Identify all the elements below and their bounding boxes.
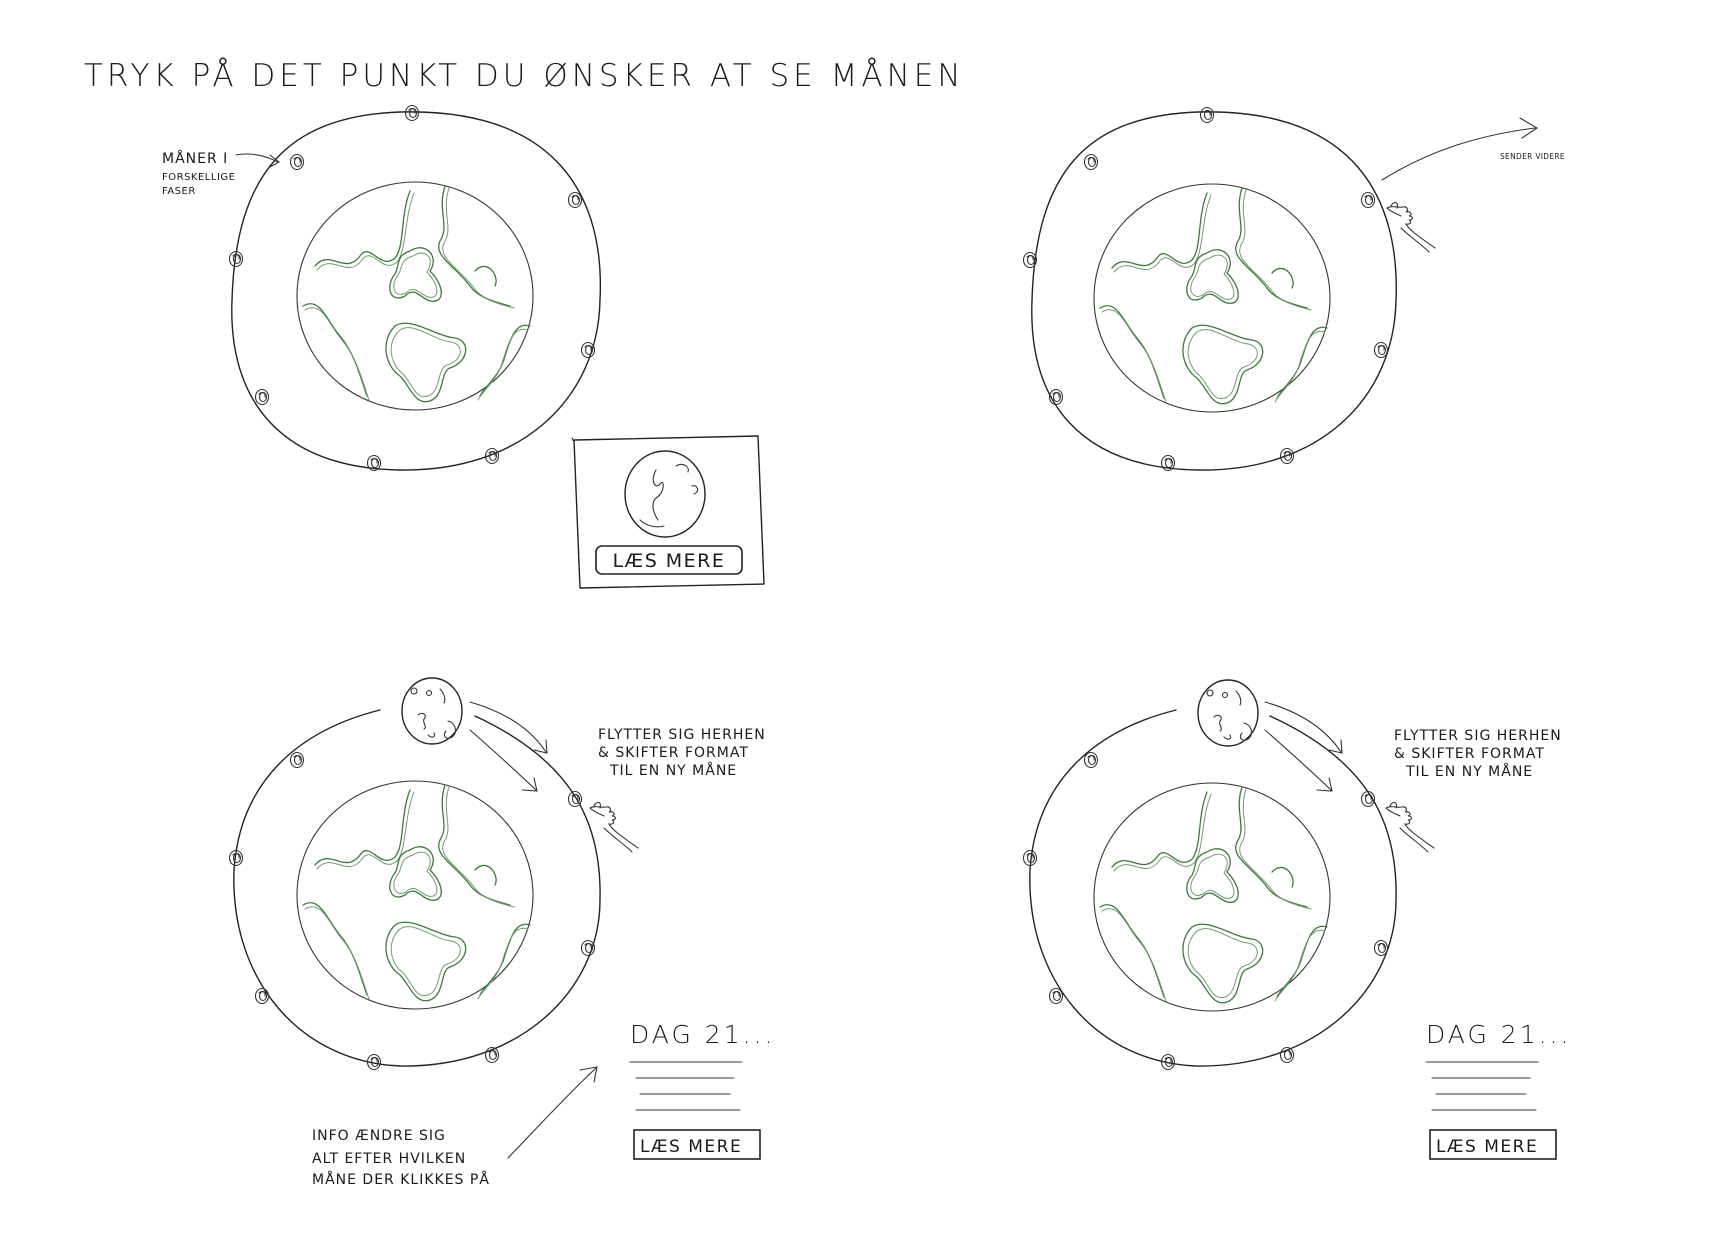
moon-phase-dot[interactable] bbox=[1373, 341, 1389, 359]
read-more-button-frame[interactable] bbox=[1429, 1129, 1557, 1160]
day-info-block: DAG 21... LÆS MERE bbox=[1425, 1020, 1571, 1160]
earth-icon bbox=[296, 780, 534, 1010]
arrow bbox=[235, 153, 279, 163]
panel-3-moon-orbit: FLYTTER SIG HERHEN & SKIFTER FORMAT TIL … bbox=[228, 677, 775, 1188]
read-more-label: LÆS MERE bbox=[640, 1137, 742, 1157]
moon-phase-dot[interactable] bbox=[1360, 191, 1376, 209]
day-info-block: DAG 21... LÆS MERE bbox=[629, 1020, 775, 1160]
arrow-head bbox=[1328, 739, 1343, 754]
arrow-head bbox=[1316, 777, 1333, 792]
orbit-ring bbox=[1031, 111, 1397, 471]
panel-1-moon-orbit: MÅNER I FORSKELLIGE FASER LÆS MERE bbox=[162, 104, 765, 589]
moons-label: FORSKELLIGE bbox=[162, 172, 235, 183]
moon-phase-dot[interactable] bbox=[254, 987, 270, 1005]
flytter-label: & SKIFTER FORMAT bbox=[1394, 746, 1545, 762]
orbit-ring bbox=[1029, 709, 1397, 1067]
card-frame bbox=[573, 435, 765, 589]
read-more-button[interactable]: LÆS MERE bbox=[633, 1129, 761, 1160]
day-heading: DAG 21... bbox=[630, 1020, 775, 1049]
info-note: MÅNE DER KLIKKES PÅ bbox=[312, 1171, 490, 1188]
hand-pointer-icon bbox=[1386, 201, 1436, 253]
moon-phase-dot[interactable] bbox=[289, 751, 305, 769]
read-more-button[interactable]: LÆS MERE bbox=[595, 545, 743, 575]
flytter-label: & SKIFTER FORMAT bbox=[598, 745, 749, 761]
info-note: ALT EFTER HVILKEN bbox=[312, 1151, 466, 1167]
read-more-button[interactable]: LÆS MERE bbox=[1429, 1129, 1557, 1160]
moving-moon-icon[interactable] bbox=[401, 677, 463, 745]
moon-phase-dot[interactable] bbox=[567, 790, 583, 808]
read-more-label: LÆS MERE bbox=[613, 550, 726, 572]
moon-phase-dot[interactable] bbox=[567, 191, 583, 209]
arrow bbox=[1381, 127, 1536, 181]
moon-phase-dot[interactable] bbox=[580, 341, 596, 359]
moon-phase-dot[interactable] bbox=[1360, 790, 1376, 808]
read-more-button-frame[interactable] bbox=[633, 1129, 761, 1160]
flytter-label: TIL EN NY MÅNE bbox=[1405, 763, 1533, 780]
moon-info-card: LÆS MERE bbox=[571, 435, 765, 589]
arrow bbox=[1264, 701, 1342, 753]
orbit-ring bbox=[233, 709, 601, 1067]
day-heading: DAG 21... bbox=[1426, 1020, 1571, 1049]
arrow bbox=[469, 701, 547, 753]
earth-icon bbox=[296, 181, 534, 411]
moons-label: FASER bbox=[162, 186, 196, 197]
arrow bbox=[1264, 729, 1332, 791]
moon-phase-dot[interactable] bbox=[1199, 106, 1215, 124]
moons-label: MÅNER I bbox=[162, 150, 228, 167]
panel-4-moon-orbit: FLYTTER SIG HERHEN & SKIFTER FORMAT TIL … bbox=[1022, 679, 1571, 1160]
read-more-button-frame[interactable] bbox=[595, 545, 743, 575]
arrow-head bbox=[579, 1066, 598, 1083]
arrow-head bbox=[521, 777, 538, 792]
page-title: TRYK PÅ DET PUNKT DU ØNSKER AT SE MÅNEN bbox=[84, 57, 965, 94]
sender-videre-label: SENDER VIDERE bbox=[1500, 152, 1565, 161]
moon-phase-dot[interactable] bbox=[404, 104, 420, 122]
orbit-ring bbox=[231, 111, 602, 471]
moon-illustration bbox=[624, 450, 706, 538]
earth-icon bbox=[1093, 183, 1331, 413]
earth-icon bbox=[1093, 782, 1331, 1012]
hand-pointer-icon bbox=[589, 801, 639, 853]
moon-phase-dot[interactable] bbox=[1048, 987, 1064, 1005]
panel-2-moon-orbit: SENDER VIDERE bbox=[1022, 106, 1565, 472]
arrow-head bbox=[269, 154, 280, 168]
moon-phase-dot[interactable] bbox=[1022, 251, 1038, 269]
arrow bbox=[507, 1067, 597, 1159]
arrow bbox=[469, 729, 537, 791]
arrow-head bbox=[1519, 117, 1539, 139]
moving-moon-icon[interactable] bbox=[1197, 679, 1259, 747]
moon-phase-dot[interactable] bbox=[580, 939, 596, 957]
moon-phase-dot[interactable] bbox=[254, 388, 270, 406]
moon-phase-dot[interactable] bbox=[1083, 751, 1099, 769]
info-note: INFO ÆNDRE SIG bbox=[312, 1128, 446, 1144]
arrow-head bbox=[533, 739, 548, 754]
flytter-label: FLYTTER SIG HERHEN bbox=[598, 727, 766, 743]
moon-phase-dot[interactable] bbox=[1083, 153, 1099, 171]
hand-pointer-icon bbox=[1385, 801, 1435, 853]
flytter-label: FLYTTER SIG HERHEN bbox=[1394, 728, 1562, 744]
flytter-label: TIL EN NY MÅNE bbox=[609, 762, 737, 779]
moon-phase-dot[interactable] bbox=[1373, 939, 1389, 957]
read-more-label: LÆS MERE bbox=[1436, 1137, 1538, 1157]
moon-phase-dot[interactable] bbox=[289, 153, 305, 171]
